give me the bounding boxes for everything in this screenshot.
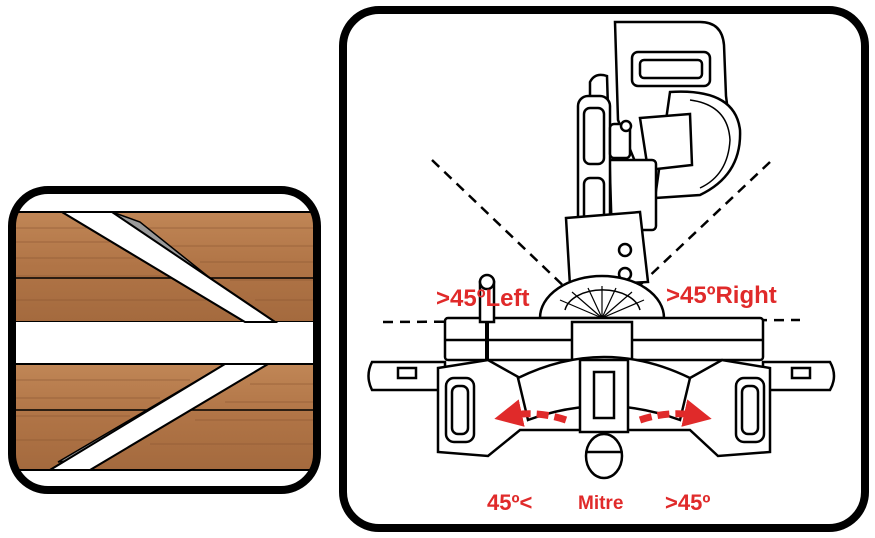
mitre-min-label: 45º< (487, 490, 532, 515)
saw-fence (443, 273, 765, 372)
left-panel-frame (8, 186, 321, 494)
mitre-arrows (494, 399, 712, 427)
saw-blade-guard (564, 73, 650, 288)
wood-joint-panel (8, 186, 321, 494)
bevel-scale (538, 274, 666, 320)
mitre-saw-panel: >45ºLeft >45ºRight 45º< Mitre >45º (339, 6, 869, 532)
mitre-max-label: >45º (665, 490, 710, 515)
left-bevel-label: >45ºLeft (436, 285, 529, 312)
saw-motor-housing (602, 20, 742, 232)
right-bevel-label: >45ºRight (666, 282, 777, 309)
saw-base (367, 355, 836, 480)
mitre-word-label: Mitre (578, 493, 623, 514)
